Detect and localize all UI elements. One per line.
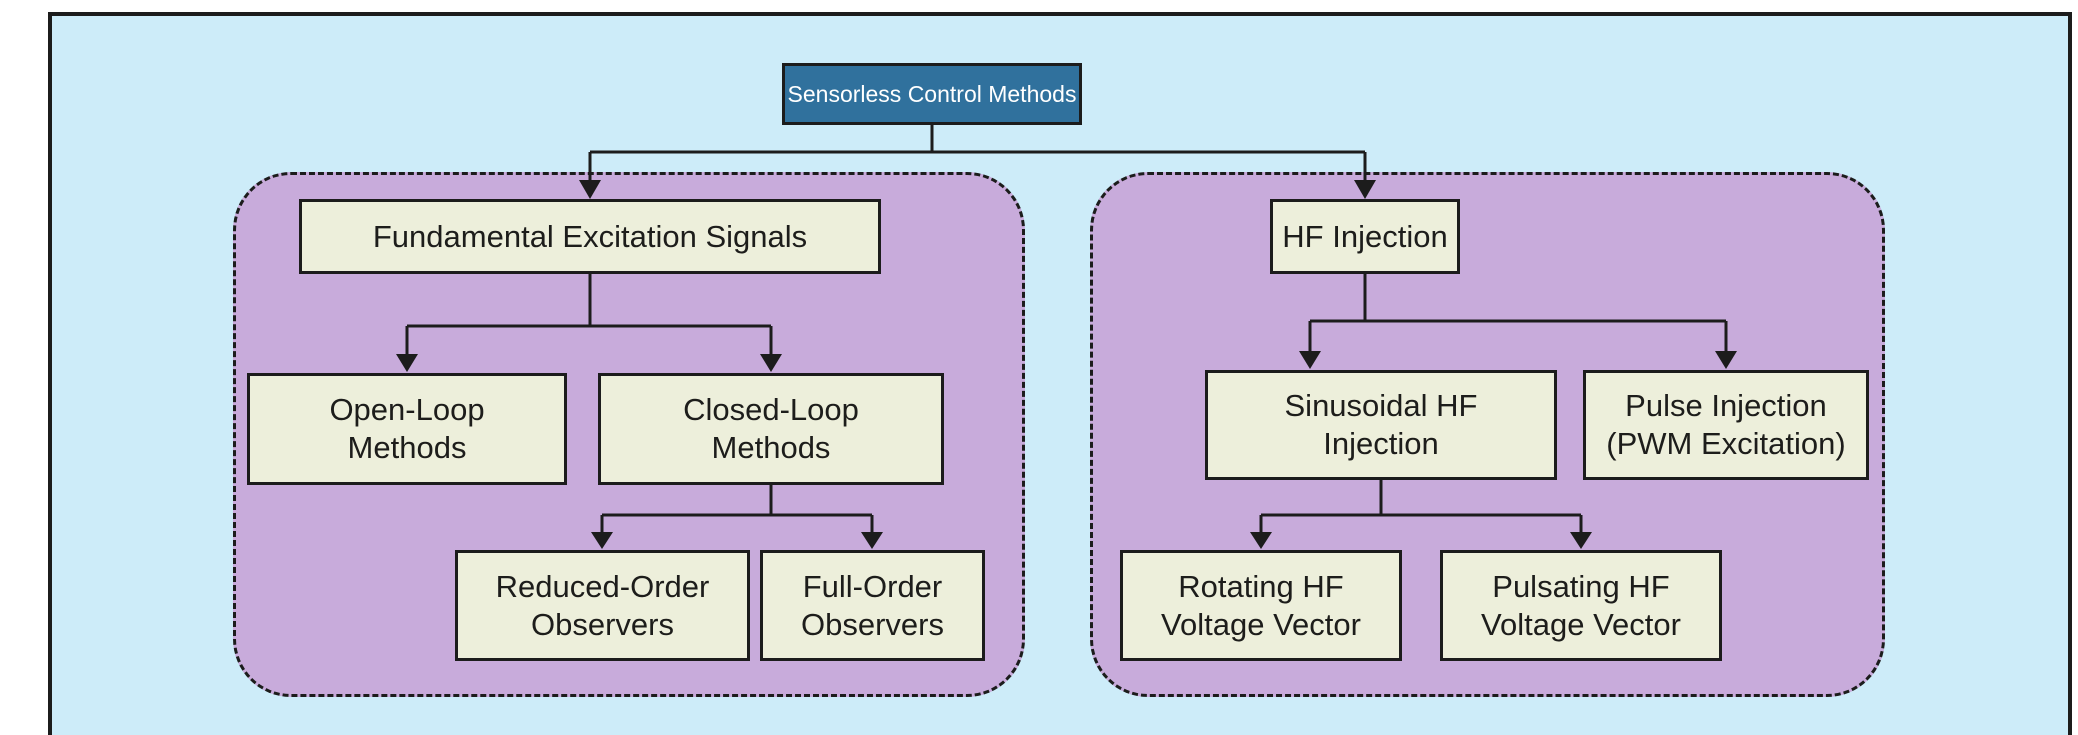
- node-pulsating-hf-voltage-vector: Pulsating HF Voltage Vector: [1440, 550, 1722, 661]
- node-closed-loop-methods: Closed-Loop Methods: [598, 373, 944, 485]
- node-pulse-injection-pwm-excitation: Pulse Injection (PWM Excitation): [1583, 370, 1869, 480]
- node-hf-injection: HF Injection: [1270, 199, 1460, 274]
- node-sinusoidal-hf-injection: Sinusoidal HF Injection: [1205, 370, 1557, 480]
- node-fundamental-excitation-signals: Fundamental Excitation Signals: [299, 199, 881, 274]
- node-reduced-order-observers: Reduced-Order Observers: [455, 550, 750, 661]
- node-open-loop-methods: Open-Loop Methods: [247, 373, 567, 485]
- node-sensorless-control-methods: Sensorless Control Methods: [782, 63, 1082, 125]
- node-rotating-hf-voltage-vector: Rotating HF Voltage Vector: [1120, 550, 1402, 661]
- node-full-order-observers: Full-Order Observers: [760, 550, 985, 661]
